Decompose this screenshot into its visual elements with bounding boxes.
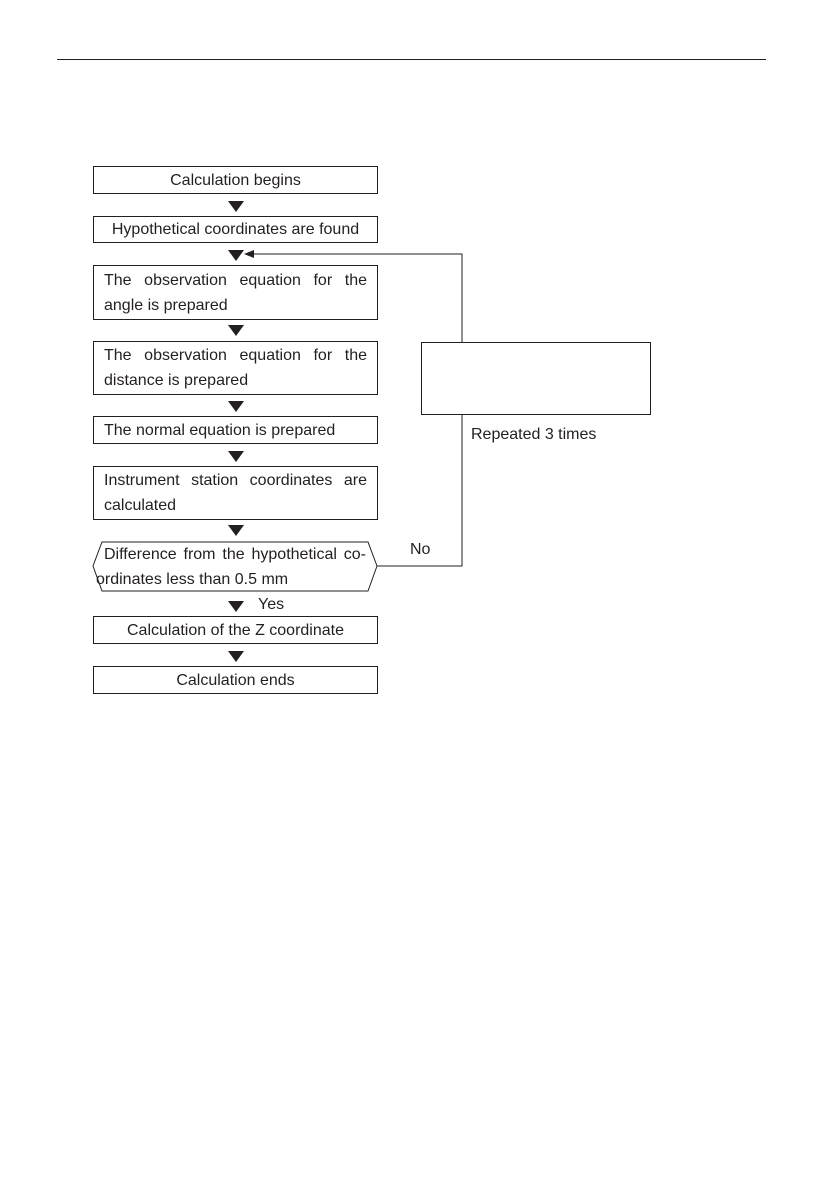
start-text: Calculation begins: [170, 171, 301, 189]
loop-note-box: [421, 342, 651, 415]
station-calc-line-2: calculated: [104, 497, 177, 514]
header-rule: [57, 59, 766, 60]
distance-equation-line-2: distance is prepared: [104, 372, 249, 389]
station-calc-box: Instrument station coordinates are calcu…: [93, 466, 378, 520]
no-label: No: [410, 541, 431, 558]
loop-back-arrowhead: [244, 250, 254, 258]
arrow-5: [228, 451, 244, 462]
decision-shape: [92, 541, 378, 592]
hypothetical-text: Hypothetical coordinates are found: [111, 221, 360, 238]
arrow-1: [228, 201, 244, 212]
normal-equation-text: The normal equation is prepared: [104, 421, 336, 439]
arrow-7: [228, 601, 244, 612]
angle-equation-line-1: The observation equation for the: [104, 271, 367, 289]
arrow-3: [228, 325, 244, 336]
arrow-8: [228, 651, 244, 662]
decision-line-1: Difference from the hypothetical co-: [104, 546, 366, 563]
decision-text: Difference from the hypothetical co- ord…: [96, 542, 366, 592]
end-text: Calculation ends: [176, 671, 295, 689]
end-box: Calculation ends: [93, 666, 378, 694]
decision-line-2: ordinates less than 0.5 mm: [96, 571, 289, 588]
station-calc-line-1: Instrument station coordinates are: [104, 472, 367, 489]
angle-equation-line-2: angle is prepared: [104, 296, 228, 314]
arrow-4: [228, 401, 244, 412]
yes-label: Yes: [258, 596, 285, 613]
hypothetical-box: Hypothetical coordinates are found: [93, 216, 378, 243]
start-box: Calculation begins: [93, 166, 378, 194]
arrow-6: [228, 525, 244, 536]
z-calc-text: Calculation of the Z coordinate: [126, 621, 344, 639]
distance-equation-line-1: The observation equation for the: [104, 347, 367, 364]
arrow-2: [228, 250, 244, 261]
distance-equation-box: The observation equation for the distanc…: [93, 341, 378, 395]
z-calc-box: Calculation of the Z coordinate: [93, 616, 378, 644]
angle-equation-box: The observation equation for the angle i…: [93, 265, 378, 320]
repeat-label: Repeated 3 times: [471, 426, 597, 443]
normal-equation-box: The normal equation is prepared: [93, 416, 378, 444]
